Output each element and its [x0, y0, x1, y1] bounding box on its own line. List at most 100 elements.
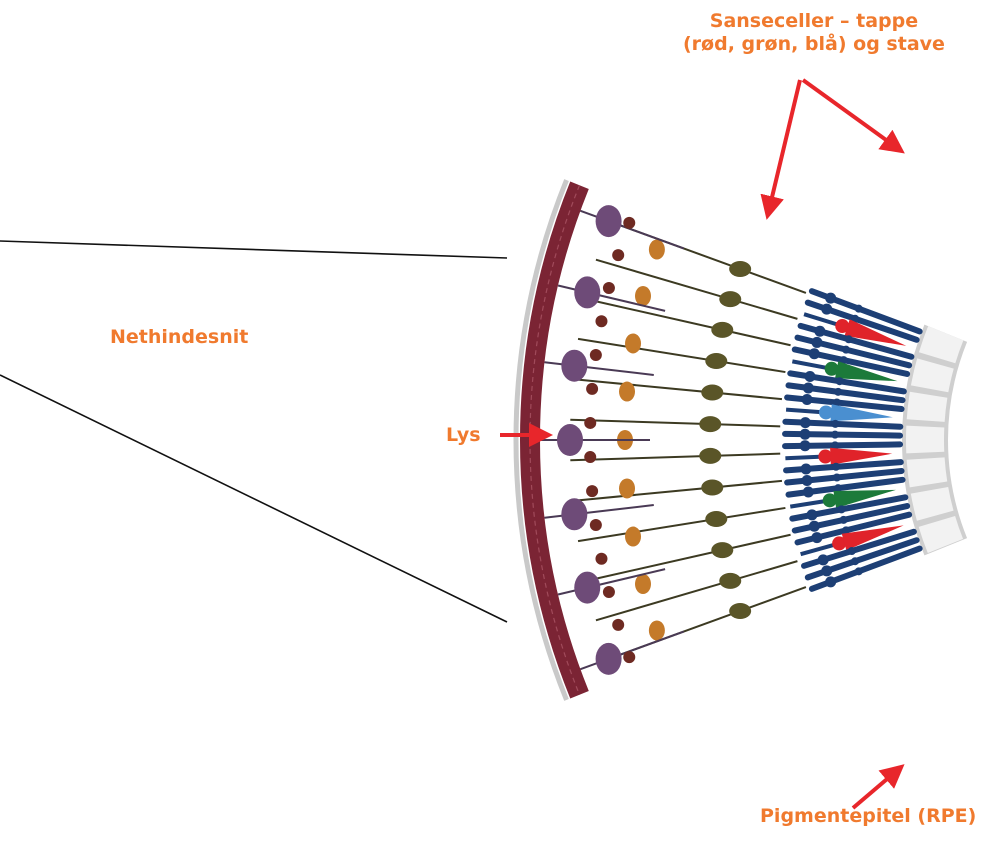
rpe-arrow: [853, 768, 900, 808]
inner-nucleus: [595, 553, 607, 565]
inner-nucleus: [590, 519, 602, 531]
inner-nucleus: [603, 586, 615, 598]
bipolar-cell: [699, 416, 721, 432]
bipolar-cell: [701, 480, 723, 496]
rod-nucleus: [811, 337, 822, 348]
ganglion-cell: [561, 498, 587, 530]
bipolar-axon: [578, 339, 785, 372]
rpe-layer: [925, 333, 946, 547]
bipolar-axon: [586, 535, 791, 581]
callout-line-bottom: [0, 375, 507, 622]
rod-nucleus: [803, 382, 814, 393]
label-photoreceptors: Sanseceller – tappe (rød, grøn, blå) og …: [683, 10, 945, 56]
inner-nucleus: [584, 417, 596, 429]
rod-nucleus: [821, 304, 832, 315]
inner-nucleus: [612, 619, 624, 631]
amacrine-cell: [635, 286, 651, 306]
bipolar-cell: [729, 261, 751, 277]
rod-nucleus: [800, 429, 811, 440]
retinal-cells-layer: [540, 205, 806, 675]
inner-nucleus: [584, 451, 596, 463]
rod-nucleus: [803, 487, 814, 498]
ganglion-cell: [574, 276, 600, 308]
inner-nucleus: [590, 349, 602, 361]
bipolar-axon: [596, 260, 797, 319]
amacrine-cell: [635, 574, 651, 594]
bipolar-axon: [596, 561, 797, 620]
bipolar-cell: [701, 384, 723, 400]
callout-line-top: [0, 241, 507, 258]
rod-inner-segment: [855, 305, 863, 313]
rod-nucleus: [800, 417, 811, 428]
ganglion-dendrite: [580, 211, 683, 249]
amacrine-cell: [625, 527, 641, 547]
inner-nucleus: [623, 217, 635, 229]
bipolar-cell: [719, 573, 741, 589]
rod-nucleus: [801, 463, 812, 474]
rod-nucleus: [818, 554, 829, 565]
rod-inner-segment: [832, 463, 840, 471]
rod-inner-segment: [840, 516, 848, 524]
ganglion-dendrite: [545, 362, 654, 375]
ganglion-cell: [561, 350, 587, 382]
rod-nucleus: [809, 348, 820, 359]
label-section: Nethindesnit: [110, 326, 248, 349]
rod-nucleus: [802, 394, 813, 405]
rod-nucleus: [806, 509, 817, 520]
inner-nucleus: [595, 315, 607, 327]
inner-nucleus: [612, 249, 624, 261]
rod-nucleus: [821, 565, 832, 576]
amacrine-cell: [649, 240, 665, 260]
rod-nucleus: [802, 475, 813, 486]
amacrine-cell: [619, 478, 635, 498]
rod-nucleus: [811, 532, 822, 543]
ganglion-cell: [557, 424, 583, 456]
rod-inner-segment: [851, 557, 859, 565]
inner-nucleus: [603, 282, 615, 294]
rod-nucleus: [814, 326, 825, 337]
bipolar-axon: [586, 299, 791, 345]
photoreceptor-layer: [785, 291, 920, 589]
amacrine-cell: [649, 620, 665, 640]
amacrine-cell: [625, 333, 641, 353]
ganglion-cell: [574, 572, 600, 604]
rod-inner-segment: [831, 420, 839, 428]
bipolar-cell: [719, 291, 741, 307]
ganglion-cell: [596, 643, 622, 675]
label-photoreceptors-line1: Sanseceller – tappe: [683, 10, 945, 33]
label-pigment-epithelium: Pigmentepitel (RPE): [760, 805, 976, 828]
label-light: Lys: [446, 424, 481, 447]
photoreceptor-arrow-left: [768, 80, 800, 214]
rod-inner-segment: [842, 346, 850, 354]
rod-nucleus: [805, 371, 816, 382]
rod-inner-segment: [845, 335, 853, 343]
rod-nucleus: [800, 440, 811, 451]
ganglion-dendrite: [580, 632, 683, 670]
bipolar-cell: [711, 322, 733, 338]
amacrine-cell: [619, 382, 635, 402]
label-photoreceptors-line2: (rød, grøn, blå) og stave: [683, 33, 945, 56]
bipolar-cell: [705, 353, 727, 369]
ganglion-cell: [596, 205, 622, 237]
bipolar-axon: [570, 420, 780, 427]
photoreceptor-arrow-right: [803, 80, 900, 150]
inner-nucleus: [623, 651, 635, 663]
inner-nucleus: [586, 383, 598, 395]
bipolar-axon: [570, 454, 780, 461]
bipolar-axon: [578, 508, 785, 541]
bipolar-axon: [573, 481, 782, 501]
rod-inner-segment: [834, 388, 842, 396]
rod-nucleus: [825, 576, 836, 587]
rod-inner-segment: [855, 567, 863, 575]
rod-inner-segment: [836, 377, 844, 385]
ganglion-dendrite: [545, 505, 654, 518]
bipolar-cell: [729, 603, 751, 619]
bipolar-cell: [699, 448, 721, 464]
rod-nucleus: [809, 521, 820, 532]
bipolar-cell: [705, 511, 727, 527]
inner-nucleus: [586, 485, 598, 497]
rod-inner-segment: [837, 505, 845, 513]
bipolar-cell: [711, 542, 733, 558]
